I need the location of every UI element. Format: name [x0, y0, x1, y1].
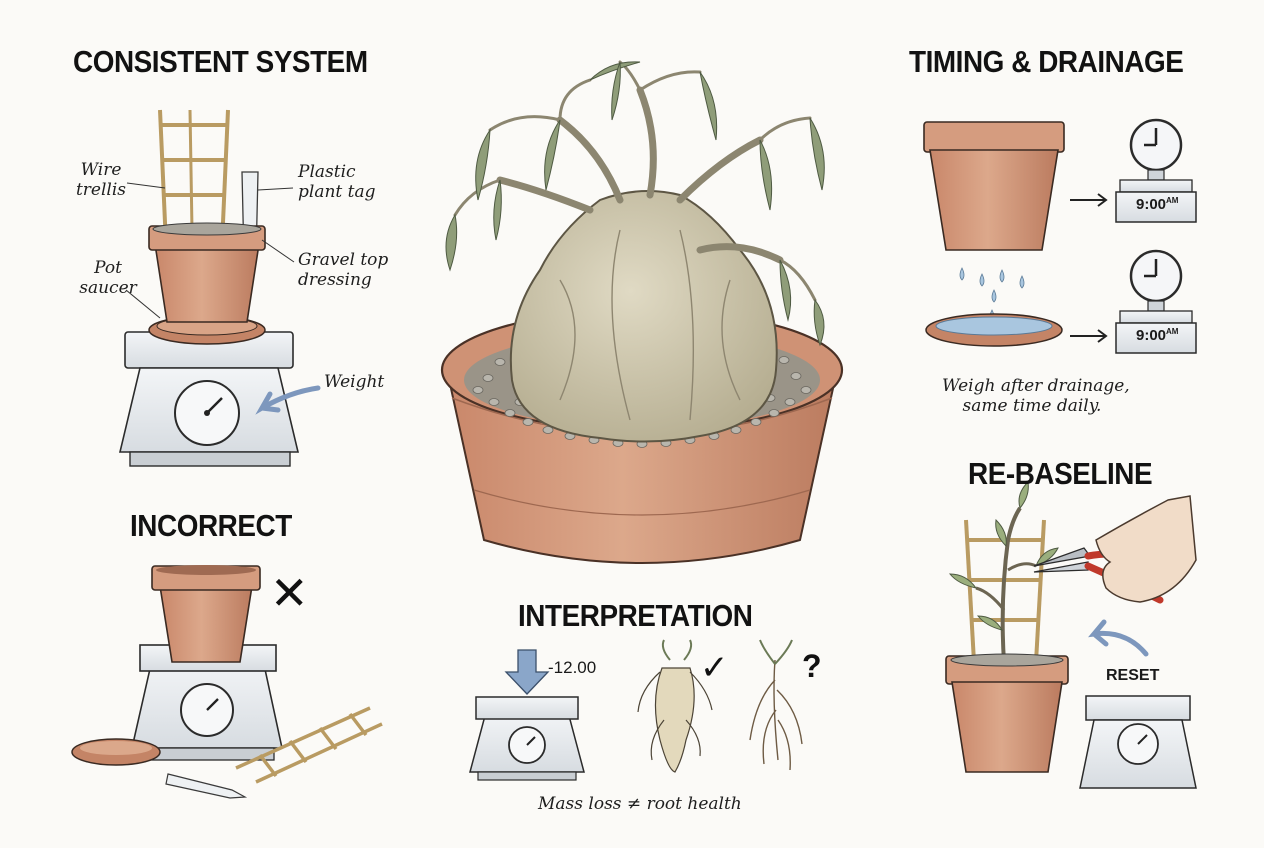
healthy-root: [637, 639, 713, 773]
pot-saucer-label: Pot saucer: [79, 258, 137, 298]
incorrect-x-mark: ✕: [270, 566, 309, 620]
loose-trellis: [235, 706, 383, 784]
rebaseline-illustration: [945, 480, 1197, 789]
plant-tag-label: Plastic plant tag: [298, 162, 376, 202]
wire-trellis-label: Wire trellis: [75, 160, 127, 200]
weight-arrow: [255, 385, 321, 415]
caudex-body: [509, 190, 778, 443]
scale-display-2: 9:00AM: [1136, 327, 1179, 344]
clock-icon: [1129, 118, 1183, 181]
consistent-system-title: CONSISTENT SYSTEM: [73, 44, 368, 79]
hand: [1095, 495, 1197, 603]
reset-arrow: [1088, 619, 1149, 657]
gravel-label: Gravel top dressing: [298, 250, 389, 290]
weight-label: Weight: [324, 372, 385, 392]
down-arrow: [504, 649, 550, 695]
interpretation-illustration: [469, 639, 803, 781]
timing-caption: Weigh after drainage, same time daily.: [942, 376, 1130, 416]
drooping-leaves: [445, 61, 825, 347]
reset-label: RESET: [1106, 667, 1160, 684]
timing-drainage-title: TIMING & DRAINAGE: [909, 44, 1184, 79]
consistent-system-illustration: [118, 109, 321, 467]
timing-drainage-illustration: [923, 118, 1197, 354]
scale-display-1: 9:00AM: [1136, 196, 1179, 213]
terracotta-pot: [154, 243, 260, 323]
kitchen-scale: [118, 331, 300, 467]
sapling: [948, 480, 1059, 663]
interpretation-title: INTERPRETATION: [518, 598, 753, 633]
check-icon: ✓: [700, 648, 729, 688]
incorrect-title: INCORRECT: [130, 508, 292, 543]
water-drops: [959, 267, 1025, 323]
weight-readout: -12.00: [548, 658, 597, 677]
caudex-plant-illustration: [440, 60, 844, 564]
clock-icon: [1129, 249, 1183, 312]
empty-pot: [159, 585, 253, 663]
question-icon: ?: [802, 648, 822, 684]
loose-plant-tag: [165, 773, 248, 799]
incorrect-illustration: [71, 565, 383, 799]
stringy-root: [749, 639, 803, 771]
rebaseline-title: RE-BASELINE: [968, 456, 1153, 491]
branches: [496, 86, 784, 264]
interpretation-caption: Mass loss ≠ root health: [538, 794, 742, 814]
